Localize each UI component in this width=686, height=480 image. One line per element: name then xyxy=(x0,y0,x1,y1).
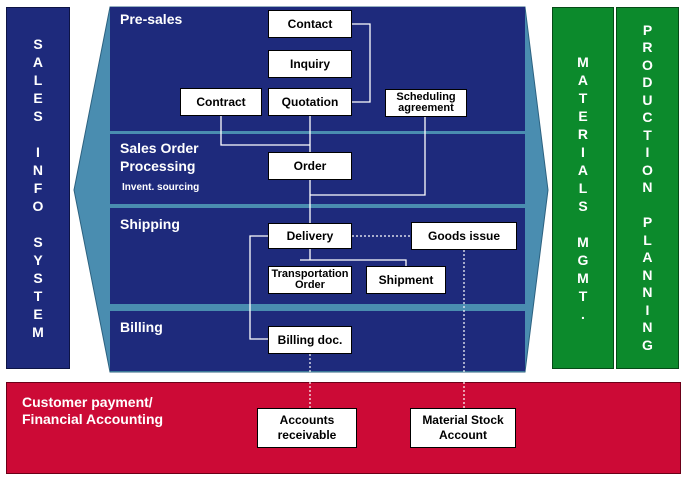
contract-box[interactable]: Contract xyxy=(180,88,262,116)
vertical-letter: E xyxy=(578,108,588,124)
vertical-letter: C xyxy=(642,109,653,126)
vertical-letter: F xyxy=(33,180,43,196)
vertical-letter: O xyxy=(642,56,653,73)
vertical-letter: T xyxy=(33,288,43,304)
vertical-letter: A xyxy=(577,72,589,88)
goods-issue-box[interactable]: Goods issue xyxy=(411,222,517,250)
vertical-letter: M xyxy=(577,54,589,70)
vertical-letter: L xyxy=(33,72,43,88)
vertical-letter: R xyxy=(577,126,589,142)
vertical-letter: S xyxy=(33,270,43,286)
vertical-letter: O xyxy=(32,198,44,214)
vertical-letter: D xyxy=(642,74,653,91)
vertical-letter: E xyxy=(33,90,43,106)
order-box[interactable]: Order xyxy=(268,152,352,180)
vertical-letter: A xyxy=(577,162,589,178)
shipment-box[interactable]: Shipment xyxy=(366,266,446,294)
vertical-letter: I xyxy=(645,144,650,161)
vertical-letter: I xyxy=(36,144,40,160)
lane-presales-title: Pre-sales xyxy=(120,11,183,27)
delivery-box[interactable]: Delivery xyxy=(268,223,352,249)
vertical-letter: S xyxy=(33,234,43,250)
lane-shipping-title: Shipping xyxy=(120,216,180,232)
transportation-order-box[interactable]: Transportation Order xyxy=(268,266,352,294)
vertical-letter: R xyxy=(642,39,653,56)
vertical-letter: N xyxy=(32,162,44,178)
vertical-letter: I xyxy=(645,301,650,318)
vertical-letter: M xyxy=(577,270,589,286)
lane-billing-title: Billing xyxy=(120,319,163,335)
quotation-box[interactable]: Quotation xyxy=(268,88,352,116)
vertical-letter: E xyxy=(33,306,43,322)
vertical-letter: I xyxy=(581,144,585,160)
vertical-letter: N xyxy=(642,319,653,336)
vertical-letter: N xyxy=(642,284,653,301)
scheduling-agreement-box[interactable]: Scheduling agreement xyxy=(385,89,467,117)
vertical-letter: P xyxy=(642,214,653,231)
vertical-letter: G xyxy=(642,336,653,353)
vertical-letter: . xyxy=(581,306,585,322)
customer-payment-title: Customer payment/ Financial Accounting xyxy=(22,394,164,427)
vertical-letter: P xyxy=(642,21,653,38)
lane-sales-order-subtitle: Invent. sourcing xyxy=(122,182,200,193)
material-stock-account-box[interactable]: Material Stock Account xyxy=(410,408,516,448)
vertical-letter: M xyxy=(32,324,44,340)
vertical-letter: T xyxy=(578,90,588,106)
billing-doc-box[interactable]: Billing doc. xyxy=(268,326,352,354)
vertical-letter: O xyxy=(642,161,653,178)
vertical-letter: N xyxy=(642,179,653,196)
vertical-letter: L xyxy=(643,231,652,248)
inquiry-box[interactable]: Inquiry xyxy=(268,50,352,78)
vertical-letter: T xyxy=(643,126,652,143)
vertical-letter: S xyxy=(578,198,588,214)
vertical-letter: Y xyxy=(33,252,43,268)
accounts-receivable-box[interactable]: Accounts receivable xyxy=(257,408,357,448)
vertical-letter: S xyxy=(33,36,43,52)
vertical-letter: N xyxy=(642,266,653,283)
vertical-letter: A xyxy=(32,54,44,70)
vertical-letter: L xyxy=(578,180,588,196)
lane-sales-order-title: Sales Order Processing xyxy=(120,140,199,174)
vertical-letter: A xyxy=(642,249,653,266)
vertical-letter: T xyxy=(578,288,588,304)
contact-box[interactable]: Contact xyxy=(268,10,352,38)
vertical-letter: G xyxy=(577,252,589,268)
vertical-letter: S xyxy=(33,108,43,124)
vertical-letter: U xyxy=(642,91,653,108)
vertical-letter: M xyxy=(577,234,589,250)
